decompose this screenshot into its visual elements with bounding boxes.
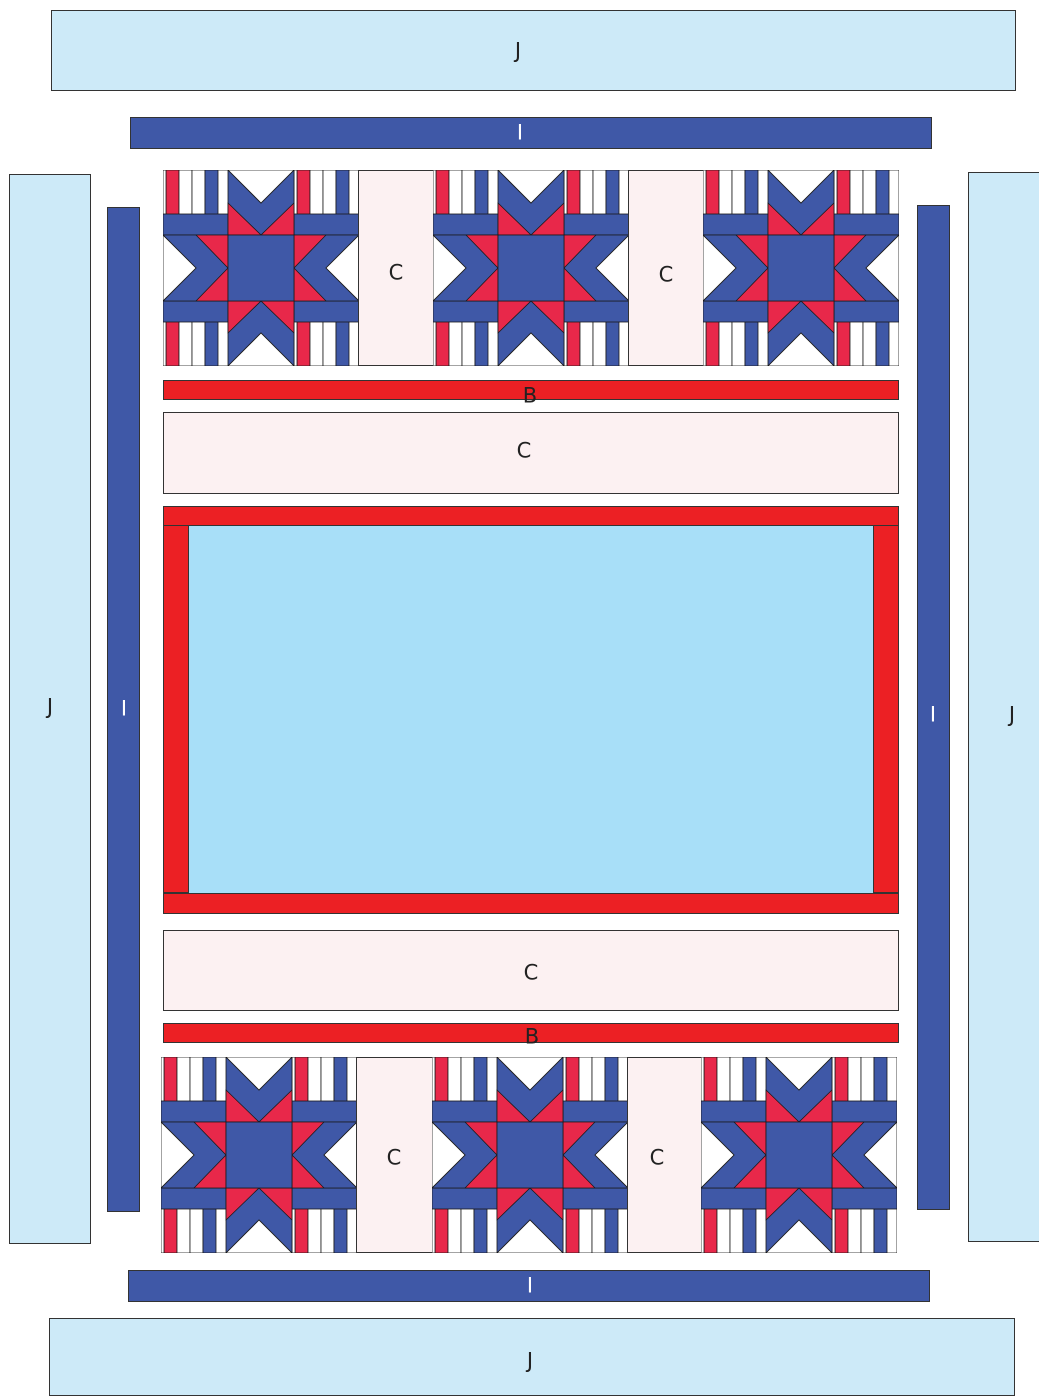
label-i-bottom: I	[527, 1276, 533, 1297]
label-j-left: J	[47, 697, 53, 718]
label-b-top: B	[523, 386, 537, 407]
label-j-top: J	[515, 41, 521, 62]
star-block-graphic	[161, 1057, 357, 1253]
label-c-bottom-right: C	[650, 1148, 665, 1169]
label-c-top-left: C	[389, 263, 404, 284]
star-block-top-3	[703, 170, 899, 366]
label-c-bottom-left: C	[387, 1148, 402, 1169]
label-j-right: J	[1009, 705, 1015, 726]
star-block-bottom-3	[701, 1057, 897, 1253]
center-frame-left	[163, 525, 189, 893]
label-c-upper: C	[517, 441, 532, 462]
center-frame-bottom	[163, 893, 899, 914]
border-j-top	[51, 10, 1016, 91]
label-j-bottom: J	[527, 1351, 533, 1372]
star-block-graphic	[433, 170, 629, 366]
label-c-top-right: C	[659, 265, 674, 286]
star-block-graphic	[703, 170, 899, 366]
sashing-c-bottom-right	[627, 1057, 703, 1253]
star-block-graphic	[432, 1057, 628, 1253]
center-panel	[188, 525, 874, 894]
label-i-top: I	[517, 123, 523, 144]
center-frame-right	[873, 525, 899, 893]
star-block-top-1	[163, 170, 359, 366]
star-block-bottom-1	[161, 1057, 357, 1253]
star-block-bottom-2	[432, 1057, 628, 1253]
label-c-lower: C	[524, 963, 539, 984]
label-i-right: I	[930, 705, 936, 726]
star-block-graphic	[701, 1057, 897, 1253]
label-b-bottom: B	[525, 1027, 539, 1048]
border-j-right	[968, 172, 1039, 1242]
label-i-left: I	[121, 699, 127, 720]
center-frame-top	[163, 506, 899, 526]
border-i-top	[130, 117, 932, 149]
star-block-top-2	[433, 170, 629, 366]
star-block-graphic	[163, 170, 359, 366]
